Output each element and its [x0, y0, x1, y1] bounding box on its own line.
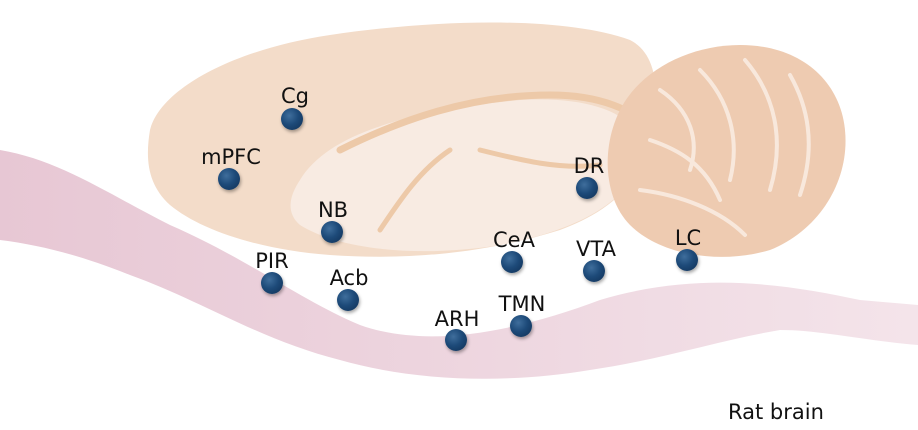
region-marker-nb — [321, 221, 343, 243]
region-marker-pir — [261, 272, 283, 294]
region-label-arh: ARH — [435, 309, 480, 330]
region-marker-dr — [576, 177, 598, 199]
region-label-acb: Acb — [330, 268, 369, 289]
region-label-pir: PIR — [255, 251, 288, 272]
region-label-cg: Cg — [281, 86, 309, 107]
region-label-tmn: TMN — [499, 294, 546, 315]
region-label-cea: CeA — [493, 230, 535, 251]
region-marker-lc — [676, 249, 698, 271]
region-label-nb: NB — [318, 200, 348, 221]
region-marker-tmn — [510, 315, 532, 337]
region-marker-mpfc — [218, 168, 240, 190]
region-marker-cg — [281, 108, 303, 130]
caption: Rat brain — [728, 402, 824, 423]
region-marker-acb — [337, 289, 359, 311]
region-marker-arh — [445, 329, 467, 351]
region-label-vta: VTA — [576, 239, 616, 260]
region-marker-vta — [583, 260, 605, 282]
region-label-lc: LC — [675, 228, 701, 249]
region-marker-cea — [501, 251, 523, 273]
region-label-mpfc: mPFC — [201, 147, 261, 168]
region-label-dr: DR — [574, 156, 605, 177]
